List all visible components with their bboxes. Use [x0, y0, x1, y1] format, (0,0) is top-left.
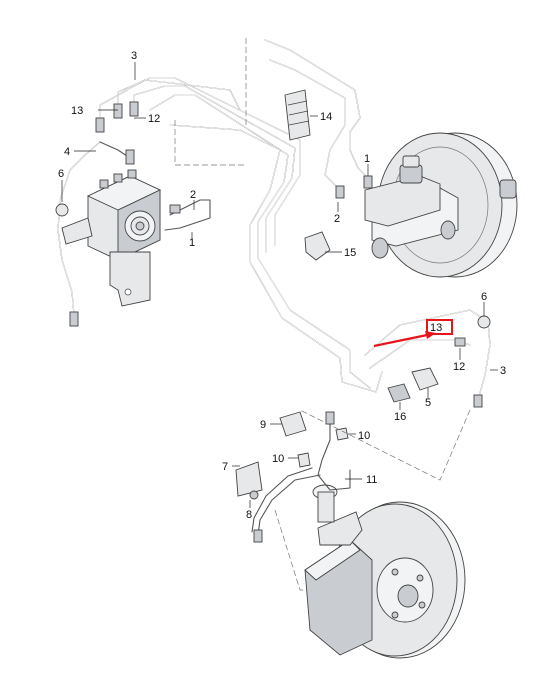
bracket-16 — [387, 383, 411, 403]
label-10-b: 10 — [272, 453, 284, 465]
highlight-marker — [373, 319, 453, 348]
label-4: 4 — [64, 146, 70, 158]
brake-disc-assembly — [304, 484, 466, 659]
reference-lines — [174, 38, 471, 591]
master-cylinder — [364, 155, 459, 259]
label-13-right: 13 — [430, 322, 442, 334]
label-12-right: 12 — [453, 361, 465, 373]
label-2-right: 2 — [334, 213, 340, 225]
bracket-7 — [235, 461, 263, 497]
highlight-box — [426, 319, 453, 335]
label-12-left: 12 — [148, 113, 160, 125]
label-3-right: 3 — [500, 365, 506, 377]
leader-lines — [61, 62, 498, 508]
highlight-arrowhead — [425, 331, 436, 339]
abs-unit — [61, 169, 162, 307]
bracket-5 — [411, 367, 439, 391]
label-8: 8 — [246, 509, 252, 521]
label-6-left: 6 — [58, 168, 64, 180]
label-1-right: 1 — [364, 153, 370, 165]
bracket-15 — [304, 231, 331, 261]
label-13-left: 13 — [71, 105, 83, 117]
label-6-right: 6 — [481, 291, 487, 303]
label-7: 7 — [222, 461, 228, 473]
line-clip-14 — [284, 89, 311, 141]
label-15: 15 — [344, 247, 356, 259]
highlight-arrow — [373, 332, 433, 348]
label-3-top: 3 — [131, 50, 137, 62]
label-1-abs: 1 — [189, 237, 195, 249]
fittings — [55, 101, 491, 543]
label-14: 14 — [320, 111, 332, 123]
label-16: 16 — [394, 411, 406, 423]
label-10-a: 10 — [358, 430, 370, 442]
part-labels: 3 13 12 14 4 6 2 1 1 2 15 6 13 12 3 5 16… — [58, 50, 506, 521]
label-5: 5 — [425, 397, 431, 409]
bracket-9 — [279, 411, 307, 437]
label-2-abs: 2 — [190, 189, 196, 201]
bolt-8 — [249, 490, 259, 500]
label-11: 11 — [366, 474, 377, 486]
clip-10 — [297, 427, 349, 468]
label-9: 9 — [260, 419, 266, 431]
